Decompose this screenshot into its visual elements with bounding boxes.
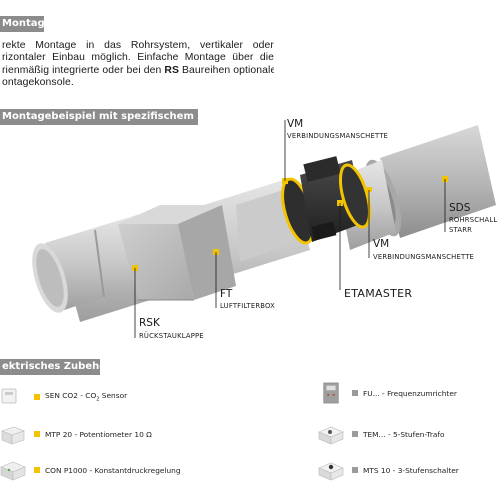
label-rsk: RSK bbox=[139, 317, 160, 329]
label-rsk-sub: RÜCKSTAUKLAPPE bbox=[139, 332, 204, 340]
label-vm-top: VM bbox=[287, 118, 304, 130]
co2-sensor-icon bbox=[1, 388, 17, 404]
transformer-icon bbox=[318, 426, 344, 445]
accessory-mts10: MTS 10 - 3-Stufenschalter bbox=[318, 459, 459, 481]
label-ft-sub: LUFTFILTERBOX bbox=[220, 302, 276, 310]
leader-lines bbox=[134, 120, 446, 338]
accessory-bullet bbox=[34, 394, 40, 400]
accessory-label: MTP 20 - Potentiometer 10 Ω bbox=[45, 429, 152, 439]
label-vm-bottom: VM bbox=[373, 238, 390, 250]
accessory-bullet bbox=[352, 390, 358, 396]
marker-vm-bottom bbox=[367, 187, 372, 192]
para-line-1: rekte Montage in das Rohrsystem, vertika… bbox=[2, 40, 274, 51]
accessory-bullet bbox=[352, 431, 358, 437]
accessory-label: SEN CO2 - CO2 Sensor bbox=[45, 391, 128, 403]
label-ft: FT bbox=[220, 288, 233, 300]
section-header-example: Montagebeispiel mit spezifischem Zubehör bbox=[0, 109, 245, 125]
label-vm-top-sub: VERBINDUNGSMANSCHETTE bbox=[287, 132, 389, 140]
accessory-bullet bbox=[352, 467, 358, 473]
accessory-bullet bbox=[34, 431, 40, 437]
para-line-4: ontagekonsole. bbox=[2, 77, 74, 89]
accessory-label: MTS 10 - 3-Stufenschalter bbox=[363, 465, 459, 475]
accessory-con-p1000: CON P1000 - Konstantdruckregelung bbox=[0, 459, 181, 481]
section-header-montage: Montage bbox=[0, 16, 51, 32]
ft-filter-box bbox=[118, 205, 236, 301]
label-sds-sub2: STARR bbox=[449, 226, 473, 234]
accessory-fu: FU... - Frequenzumrichter bbox=[318, 382, 457, 404]
accessory-sen-co2: SEN CO2 - CO2 Sensor bbox=[0, 386, 127, 408]
section-header-electrical: ektrisches Zubehör bbox=[0, 359, 111, 375]
accessory-label: FU... - Frequenzumrichter bbox=[363, 388, 457, 398]
label-sds: SDS bbox=[449, 202, 471, 214]
rs-series-bold: RS bbox=[164, 64, 179, 76]
accessory-tem: TEM... - 5-Stufen-Trafo bbox=[318, 423, 445, 445]
etamaster-fan bbox=[281, 156, 372, 245]
step-switch-icon bbox=[318, 462, 344, 481]
label-vm-bottom-sub: VERBINDUNGSMANSCHETTE bbox=[373, 253, 475, 261]
potentiometer-icon bbox=[1, 426, 25, 445]
label-sds-sub1: ROHRSCHALL bbox=[449, 216, 498, 224]
accessory-mtp20: MTP 20 - Potentiometer 10 Ω bbox=[0, 423, 152, 445]
pressure-controller-icon bbox=[0, 461, 26, 481]
frequency-converter-icon bbox=[323, 382, 339, 404]
montage-description: rekte Montage in das Rohrsystem, vertika… bbox=[2, 40, 274, 90]
accessory-label: TEM... - 5-Stufen-Trafo bbox=[363, 429, 445, 439]
accessory-bullet bbox=[34, 467, 40, 473]
label-etamaster: ETAMASTER bbox=[344, 287, 413, 300]
accessory-label: CON P1000 - Konstantdruckregelung bbox=[45, 465, 181, 475]
para-line-3: rienmäßig integrierte oder bei den RS Ba… bbox=[2, 64, 274, 76]
para-line-2: rizontaler Einbau möglich. Einfache Mont… bbox=[2, 52, 274, 64]
